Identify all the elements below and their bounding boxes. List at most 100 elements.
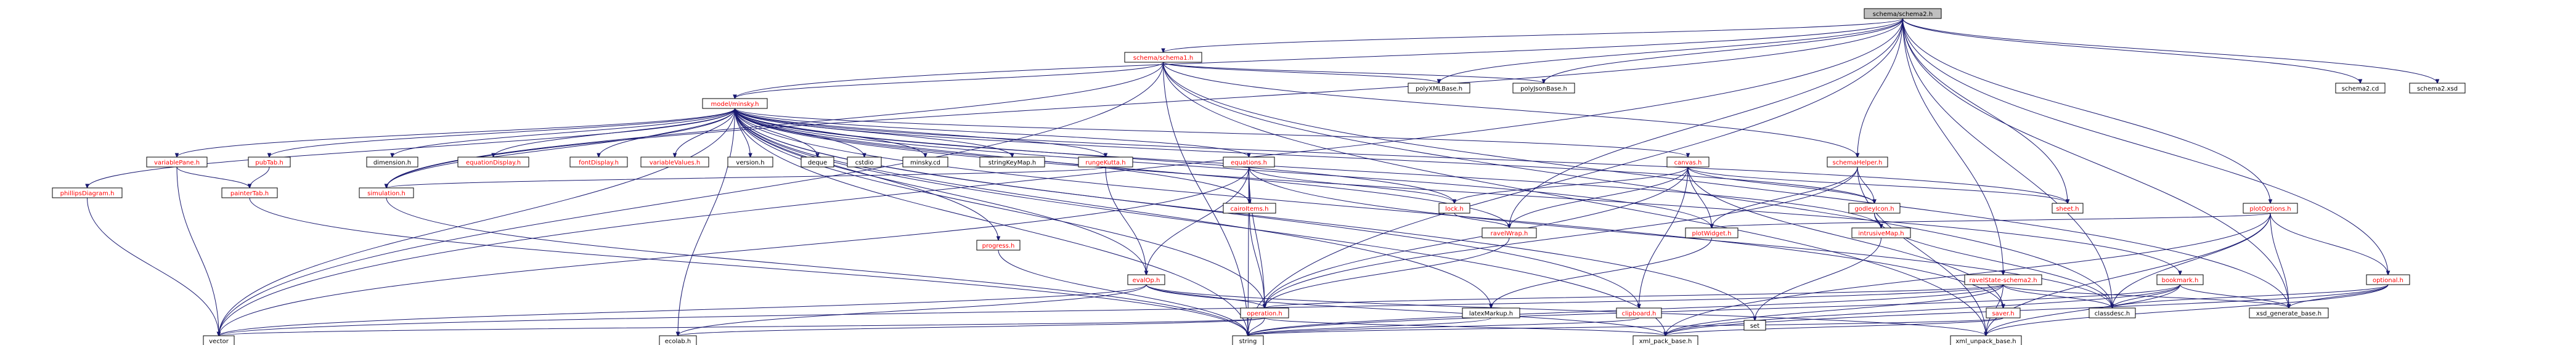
include-edge — [219, 62, 1164, 336]
node-schema1[interactable]: schema/schema1.h — [1124, 52, 1202, 63]
node-label: godleyIcon.h — [1854, 206, 1894, 213]
include-edge — [1755, 237, 1881, 320]
node-set: set — [1743, 320, 1766, 331]
node-minsky[interactable]: model/minsky.h — [702, 98, 768, 109]
node-dimension: dimension.h — [366, 156, 418, 168]
node-label: intrusiveMap.h — [1858, 230, 1904, 237]
include-edge — [1248, 317, 1491, 336]
include-edge — [735, 108, 818, 157]
node-plotWidget[interactable]: plotWidget.h — [1685, 227, 1738, 238]
node-xmlPack: xml_pack_base.h — [1632, 335, 1698, 345]
include-edge — [1439, 18, 1903, 83]
node-optional[interactable]: optional.h — [2366, 274, 2410, 285]
include-edge — [219, 108, 735, 336]
node-fontDisplay[interactable]: fontDisplay.h — [569, 156, 628, 168]
node-variableValues[interactable]: variableValues.h — [640, 156, 709, 168]
node-version: version.h — [727, 156, 773, 168]
node-ecolab: ecolab.h — [659, 335, 697, 345]
node-label: plotWidget.h — [1692, 230, 1732, 237]
node-label: progress.h — [982, 243, 1015, 250]
node-label: cairoItems.h — [1231, 206, 1269, 213]
node-label: schema2.cd — [2342, 86, 2379, 92]
node-box — [1848, 203, 1901, 214]
include-edge — [1264, 317, 1666, 336]
node-label: bookmark.h — [2162, 277, 2199, 284]
node-box — [979, 156, 1045, 168]
node-saver[interactable]: saver.h — [1986, 307, 2021, 319]
node-godleyIcon[interactable]: godleyIcon.h — [1848, 203, 1901, 214]
include-edge — [1163, 62, 1249, 336]
include-edge — [678, 317, 1265, 336]
node-equationDisplay[interactable]: equationDisplay.h — [457, 156, 529, 168]
node-canvas[interactable]: canvas.h — [1666, 156, 1710, 168]
include-edge — [599, 108, 735, 157]
node-box — [1986, 307, 2021, 319]
node-box — [2249, 307, 2329, 319]
include-edge — [2113, 284, 2389, 308]
node-box — [248, 156, 291, 168]
node-box — [1078, 156, 1133, 168]
node-latexMarkup: latexMarkup.h — [1462, 307, 1520, 319]
node-simulation[interactable]: simulation.h — [359, 187, 414, 198]
node-box — [1127, 274, 1165, 285]
node-sheet[interactable]: sheet.h — [2052, 203, 2084, 214]
node-progress[interactable]: progress.h — [976, 240, 1021, 251]
node-classdesc: classdesc.h — [2089, 307, 2136, 319]
include-edge — [2113, 213, 2271, 308]
node-intrusiveMap[interactable]: intrusiveMap.h — [1851, 227, 1911, 238]
node-label: plotOptions.h — [2249, 206, 2291, 213]
node-pubTab[interactable]: pubTab.h — [248, 156, 291, 168]
include-edge — [735, 108, 1875, 203]
node-label: vector — [209, 338, 229, 345]
node-schemaHelper[interactable]: schemaHelper.h — [1827, 156, 1888, 168]
include-edge — [1491, 237, 1712, 308]
include-edge — [1687, 166, 2068, 203]
node-box — [366, 156, 418, 168]
node-lock[interactable]: lock.h — [1438, 203, 1470, 214]
node-variablePane[interactable]: variablePane.h — [146, 156, 208, 168]
include-edge — [1902, 18, 2389, 275]
node-label: schema/schema2.h — [1873, 11, 1933, 18]
node-root: schema/schema2.h — [1864, 8, 1942, 19]
include-edge — [1248, 317, 1639, 336]
node-label: xsd_generate_base.h — [2256, 310, 2321, 317]
node-label: saver.h — [1992, 310, 2014, 317]
node-plotOptions[interactable]: plotOptions.h — [2243, 203, 2298, 214]
include-edge — [1666, 284, 2180, 336]
include-edge — [2180, 284, 2289, 308]
include-edge — [1902, 18, 2438, 83]
node-painterTab[interactable]: painterTab.h — [221, 187, 278, 198]
node-phillipsDiagram[interactable]: phillipsDiagram.h — [52, 187, 123, 198]
node-ravelState[interactable]: ravelState-schema2.h — [1964, 274, 2042, 285]
node-rungeKutta[interactable]: rungeKutta.h — [1078, 156, 1133, 168]
include-edge — [1163, 62, 1440, 83]
node-box — [359, 187, 414, 198]
include-edge — [1986, 284, 2389, 336]
node-label: schemaHelper.h — [1833, 160, 1883, 166]
node-cairoItems[interactable]: cairoItems.h — [1223, 203, 1276, 214]
node-clipboard[interactable]: clipboard.h — [1616, 307, 1662, 319]
node-label: stringKeyMap.h — [988, 160, 1036, 166]
node-box — [1632, 335, 1698, 345]
node-operation[interactable]: operation.h — [1240, 307, 1289, 319]
node-label: classdesc.h — [2095, 310, 2130, 317]
include-edge — [1687, 166, 1712, 228]
node-xmlUnpack: xml_unpack_base.h — [1950, 335, 2022, 345]
include-edge — [2270, 213, 2289, 308]
include-edge — [1248, 317, 2003, 336]
node-label: variablePane.h — [154, 160, 200, 166]
include-edge — [176, 166, 219, 336]
include-edge — [1902, 18, 2271, 203]
node-bookmark[interactable]: bookmark.h — [2156, 274, 2204, 285]
node-box — [457, 156, 529, 168]
node-ravelWrap[interactable]: ravelWrap.h — [1482, 227, 1537, 238]
node-equations[interactable]: equations.h — [1223, 156, 1275, 168]
node-evalOp[interactable]: evalOp.h — [1127, 274, 1165, 285]
nodes: schema/schema2.h schema/schema1.h model/mi… — [52, 8, 2466, 345]
include-edge — [735, 108, 926, 157]
node-label: model/minsky.h — [711, 101, 759, 108]
node-label: set — [1750, 323, 1759, 330]
include-edge — [269, 108, 735, 157]
include-edge — [250, 166, 270, 188]
